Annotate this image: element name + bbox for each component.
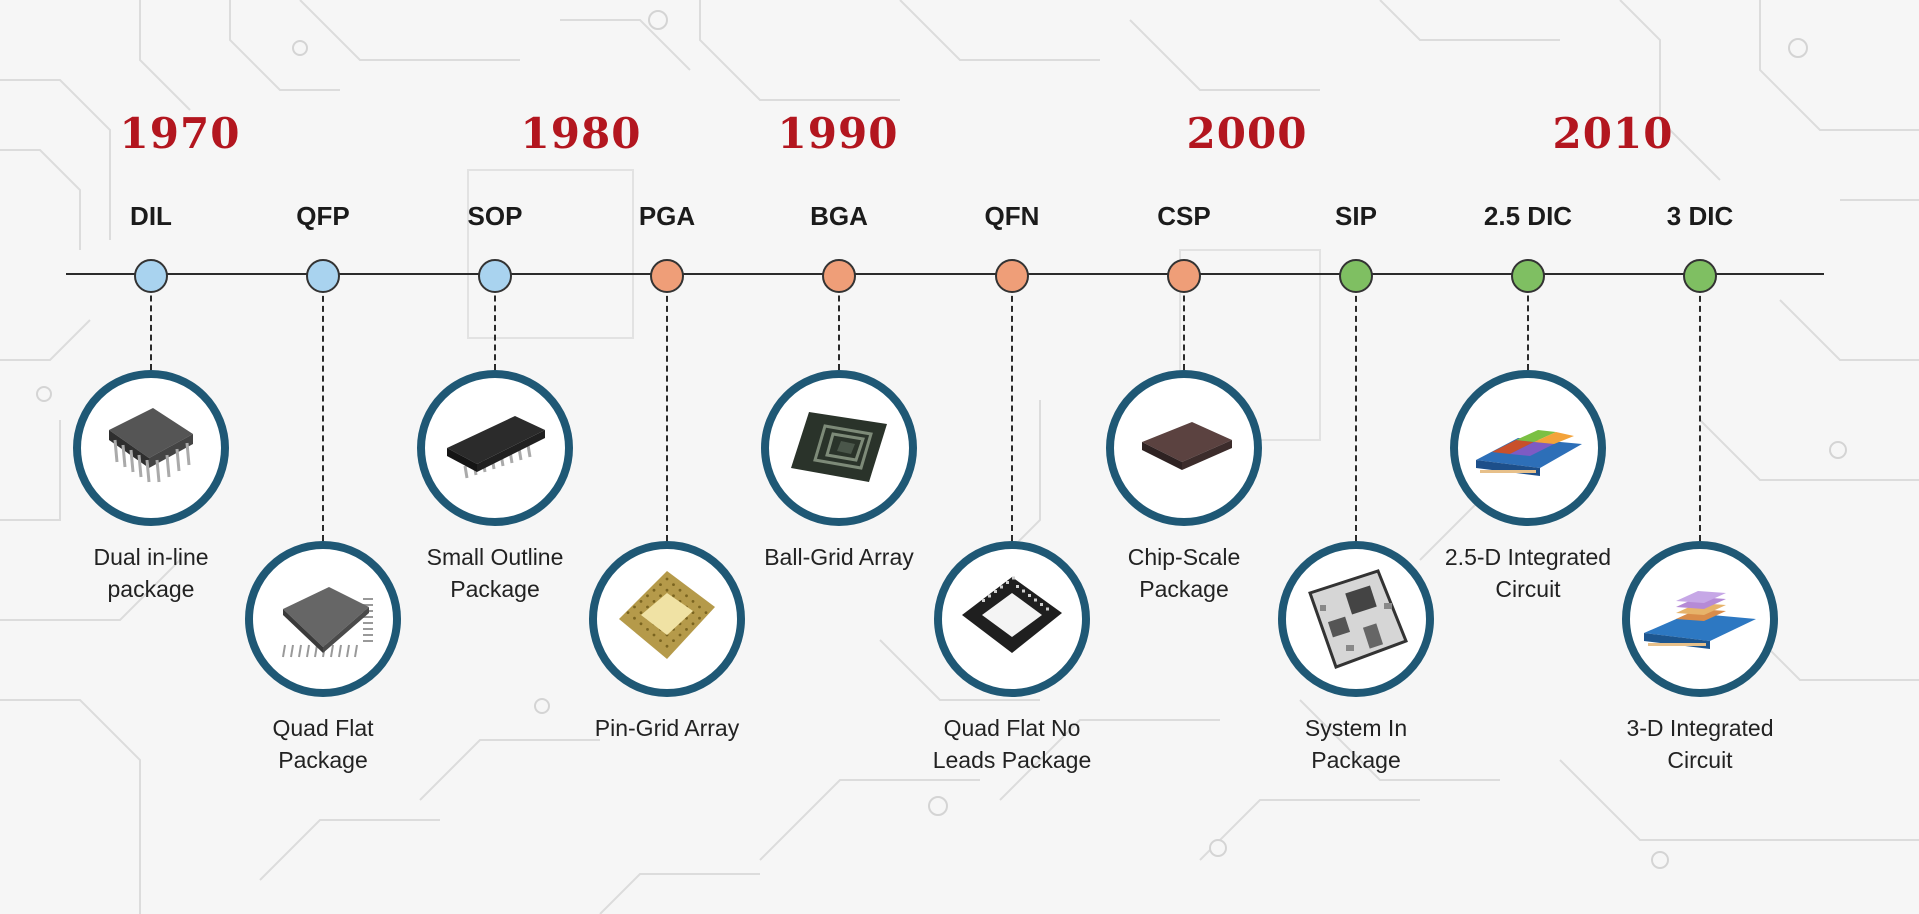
package-name: Dual in-line package bbox=[36, 541, 266, 605]
package-image-circle bbox=[417, 370, 573, 526]
connector-line bbox=[1527, 276, 1529, 370]
package-name-line: 3-D Integrated bbox=[1626, 715, 1774, 741]
year-label: 1980 bbox=[520, 109, 642, 158]
package-name-line: Leads Package bbox=[932, 747, 1092, 773]
timeline-node bbox=[1511, 259, 1545, 293]
timeline-node bbox=[822, 259, 856, 293]
timeline-node bbox=[995, 259, 1029, 293]
package-name-line: Package bbox=[1139, 576, 1229, 602]
package-abbreviation: SIP bbox=[1335, 201, 1377, 231]
ic-2-5d-icon bbox=[1476, 430, 1582, 476]
package-name-line: Ball-Grid Array bbox=[764, 544, 914, 570]
package-image-circle bbox=[589, 541, 745, 697]
year-label: 1970 bbox=[119, 109, 241, 158]
connector-line bbox=[838, 276, 840, 370]
year-label: 1990 bbox=[777, 109, 899, 158]
package-name-line: Dual in-line bbox=[93, 544, 209, 570]
bga-chip-icon bbox=[791, 412, 887, 482]
package-abbreviation: 3 DIC bbox=[1666, 201, 1734, 231]
package-abbreviation: QFN bbox=[984, 201, 1040, 231]
package-name-line: Quad Flat bbox=[272, 715, 374, 741]
package-image-circle bbox=[761, 370, 917, 526]
timeline-node bbox=[1683, 259, 1717, 293]
package-name-line: Package bbox=[1311, 747, 1401, 773]
timeline-node bbox=[478, 259, 512, 293]
year-label: 2010 bbox=[1552, 109, 1674, 158]
connector-line bbox=[1699, 276, 1701, 541]
package-image-circle bbox=[245, 541, 401, 697]
year-label: 2000 bbox=[1186, 109, 1308, 158]
package-image-circle bbox=[934, 541, 1090, 697]
timeline-node bbox=[1339, 259, 1373, 293]
package-abbreviation: SOP bbox=[467, 201, 523, 231]
package-name-line: Quad Flat No bbox=[943, 715, 1081, 741]
connector-line bbox=[150, 276, 152, 370]
connector-line bbox=[494, 276, 496, 370]
connector-line bbox=[666, 276, 668, 541]
connector-line bbox=[1355, 276, 1357, 541]
package-abbreviation: QFP bbox=[296, 201, 350, 231]
package-name-line: Chip-Scale bbox=[1127, 544, 1241, 570]
qfn-chip-icon bbox=[962, 576, 1062, 653]
package-image-circle bbox=[1450, 370, 1606, 526]
timeline-node bbox=[134, 259, 168, 293]
sip-board-icon bbox=[1308, 569, 1408, 669]
connector-line bbox=[322, 276, 324, 541]
package-name: System In Package bbox=[1241, 712, 1471, 776]
package-image-circle bbox=[1106, 370, 1262, 526]
package-name-line: 2.5-D Integrated bbox=[1444, 544, 1612, 570]
package-name-line: Small Outline bbox=[426, 544, 564, 570]
package-name-line: Pin-Grid Array bbox=[594, 715, 740, 741]
sop-chip-icon bbox=[447, 416, 545, 479]
timeline-node bbox=[650, 259, 684, 293]
package-name-line: System In bbox=[1304, 715, 1408, 741]
ic-3d-icon bbox=[1644, 591, 1756, 649]
package-name: Quad Flat No Leads Package bbox=[897, 712, 1127, 776]
connector-line bbox=[1183, 276, 1185, 370]
package-name: Ball-Grid Array bbox=[724, 541, 954, 573]
timeline-axis bbox=[66, 273, 1824, 275]
package-abbreviation: BGA bbox=[810, 201, 868, 231]
package-image-circle bbox=[73, 370, 229, 526]
package-name-line: Package bbox=[450, 576, 540, 602]
connector-line bbox=[1011, 276, 1013, 541]
package-abbreviation: 2.5 DIC bbox=[1483, 201, 1573, 231]
package-abbreviation: CSP bbox=[1157, 201, 1211, 231]
package-name-line: Package bbox=[278, 747, 368, 773]
package-name-line: Circuit bbox=[1667, 747, 1733, 773]
package-name-line: package bbox=[107, 576, 195, 602]
package-image-circle bbox=[1278, 541, 1434, 697]
timeline-node bbox=[306, 259, 340, 293]
dil-chip-icon bbox=[109, 408, 193, 483]
package-abbreviation: DIL bbox=[130, 201, 172, 231]
package-name-line: Circuit bbox=[1495, 576, 1561, 602]
pga-chip-icon bbox=[619, 571, 715, 659]
timeline-node bbox=[1167, 259, 1201, 293]
csp-chip-icon bbox=[1142, 422, 1232, 470]
package-image-circle bbox=[1622, 541, 1778, 697]
package-abbreviation: PGA bbox=[638, 201, 696, 231]
qfp-chip-icon bbox=[282, 587, 373, 658]
package-name: Pin-Grid Array bbox=[552, 712, 782, 744]
